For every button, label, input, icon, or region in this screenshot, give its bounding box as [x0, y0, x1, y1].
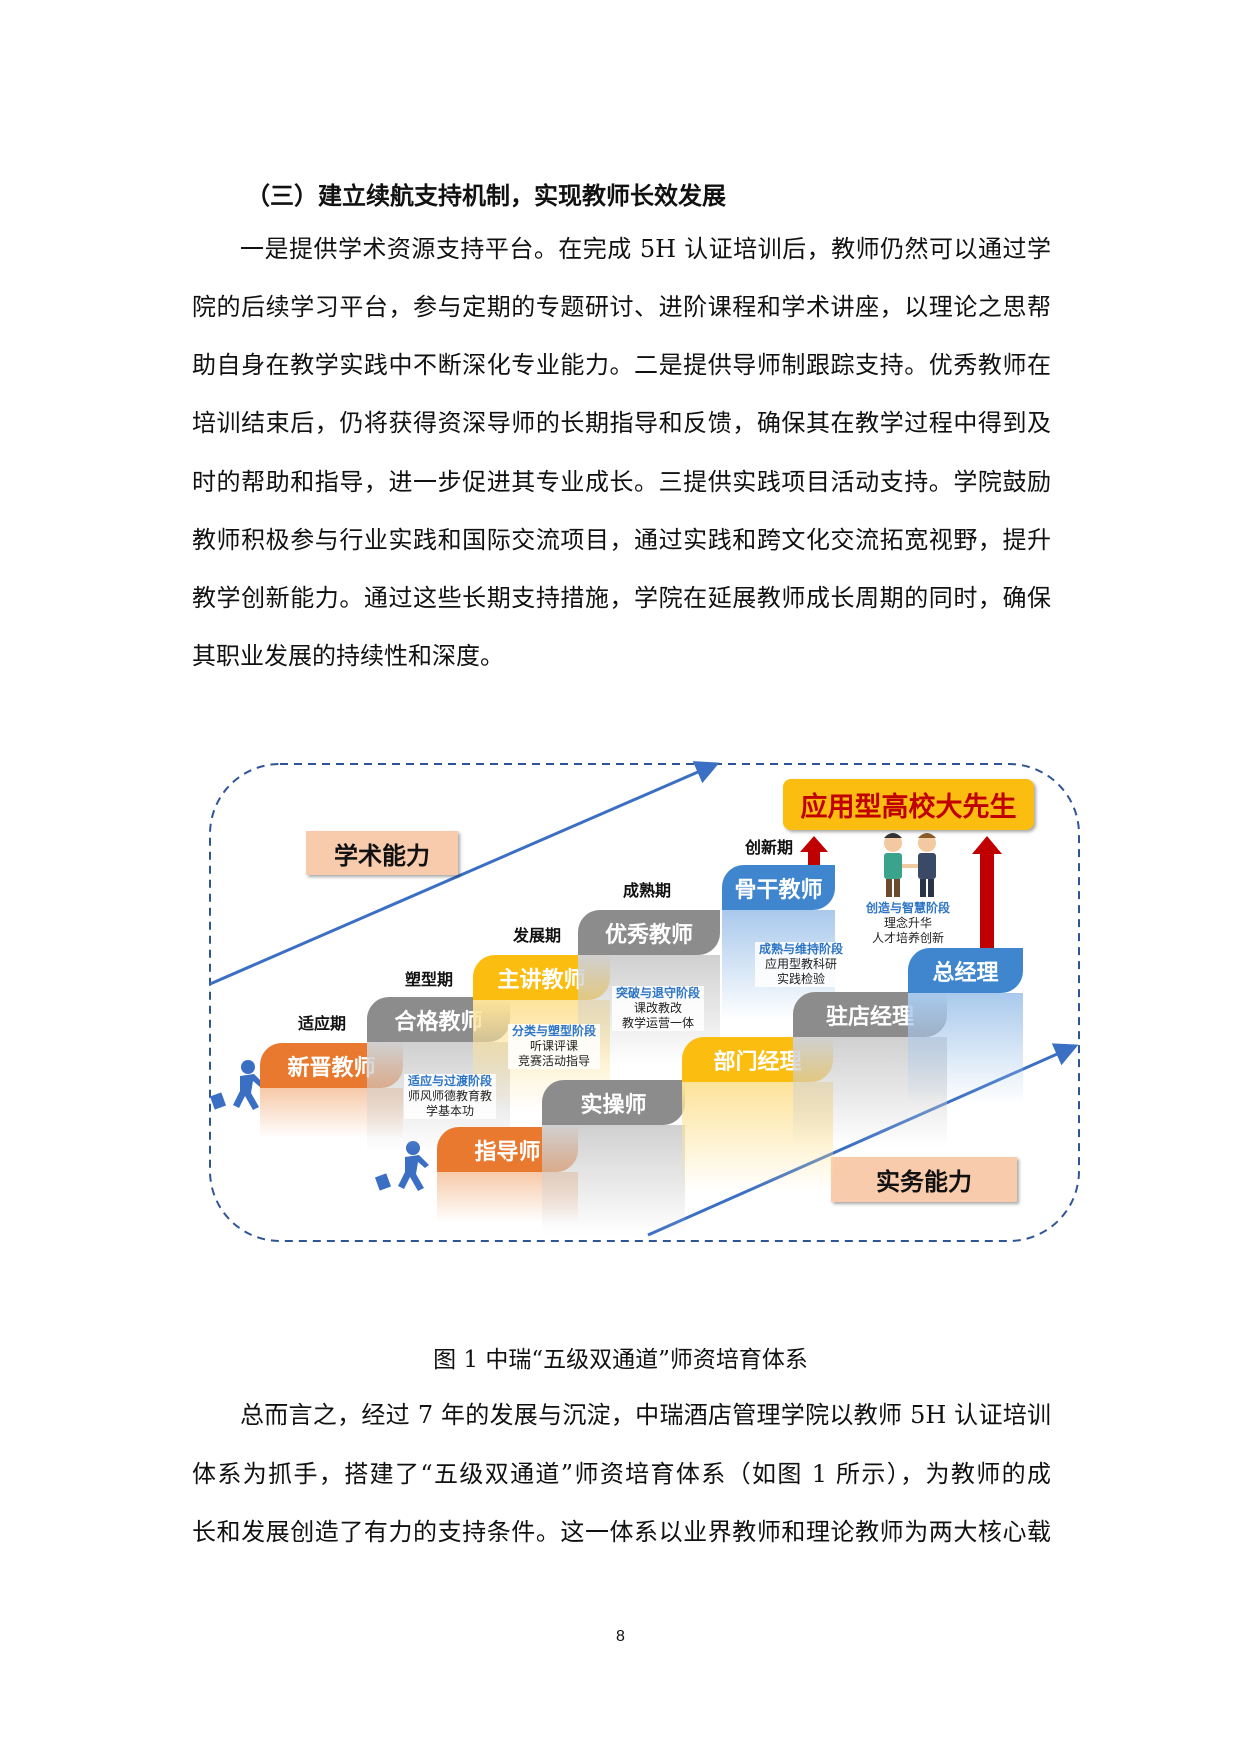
stage-annotation: 突破与退守阶段 课改教改 教学运营一体 — [612, 986, 704, 1031]
paragraph-line: 教学创新能力。通过这些长期支持措施，学院在延展教师成长周期的同时，确保 — [192, 584, 1051, 612]
figure-caption: 图 1 中瑞“五级双通道”师资培育体系 — [433, 1347, 808, 1373]
dashed-frame — [209, 763, 1080, 1242]
period-label: 适应期 — [298, 1014, 347, 1033]
academic-ability-label: 学术能力 — [306, 831, 458, 875]
period-label: 创新期 — [745, 838, 794, 857]
goal-label: 应用型高校大先生 — [783, 779, 1034, 830]
paragraph-line: 院的后续学习平台，参与定期的专题研讨、进阶课程和学术讲座，以理论之思帮 — [192, 293, 1051, 321]
period-label: 成熟期 — [623, 881, 672, 900]
paragraph-line: 体系为抓手，搭建了“五级双通道”师资培育体系（如图 1 所示），为教师的成 — [192, 1460, 1051, 1488]
academic-arrow — [209, 761, 720, 986]
red-arrow-icon — [800, 836, 828, 868]
paragraph-line: 教师积极参与行业实践和国际交流项目，通过实践和跨文化交流拓宽视野，提升 — [192, 526, 1051, 554]
period-label: 发展期 — [513, 926, 562, 945]
period-label: 塑型期 — [405, 970, 454, 989]
practice-ability-label: 实务能力 — [831, 1157, 1017, 1202]
paragraph-line: 总而言之，经过 7 年的发展与沉淀，中瑞酒店管理学院以教师 5H 认证培训 — [240, 1401, 1051, 1429]
stage-annotation: 分类与塑型阶段 听课评课 竞赛活动指导 — [508, 1024, 600, 1069]
running-person-icon — [209, 1060, 264, 1110]
red-arrow-icon — [972, 836, 1002, 950]
handshake-icon — [884, 833, 936, 897]
stage-annotation: 创造与智慧阶段 理念升华 人才培养创新 — [860, 901, 956, 946]
paragraph-line: 长和发展创造了有力的支持条件。这一体系以业界教师和理论教师为两大核心载 — [192, 1518, 1051, 1546]
stage-annotation: 成熟与维持阶段 应用型教科研 实践检验 — [755, 942, 847, 987]
paragraph-line: 一是提供学术资源支持平台。在完成 5H 认证培训后，教师仍然可以通过学 — [240, 235, 1051, 263]
section-title: （三）建立续航支持机制，实现教师长效发展 — [246, 182, 726, 210]
page-number: 8 — [616, 1628, 625, 1645]
stage-annotation: 适应与过渡阶段 师风师德教育教 学基本功 — [404, 1074, 496, 1119]
paragraph-line: 时的帮助和指导，进一步促进其专业成长。三提供实践项目活动支持。学院鼓励 — [192, 468, 1051, 496]
paragraph-line: 其职业发展的持续性和深度。 — [192, 642, 504, 670]
paragraph-line: 助自身在教学实践中不断深化专业能力。二是提供导师制跟踪支持。优秀教师在 — [192, 351, 1051, 379]
paragraph-line: 培训结束后，仍将获得资深导师的长期指导和反馈，确保其在教学过程中得到及 — [192, 409, 1051, 437]
